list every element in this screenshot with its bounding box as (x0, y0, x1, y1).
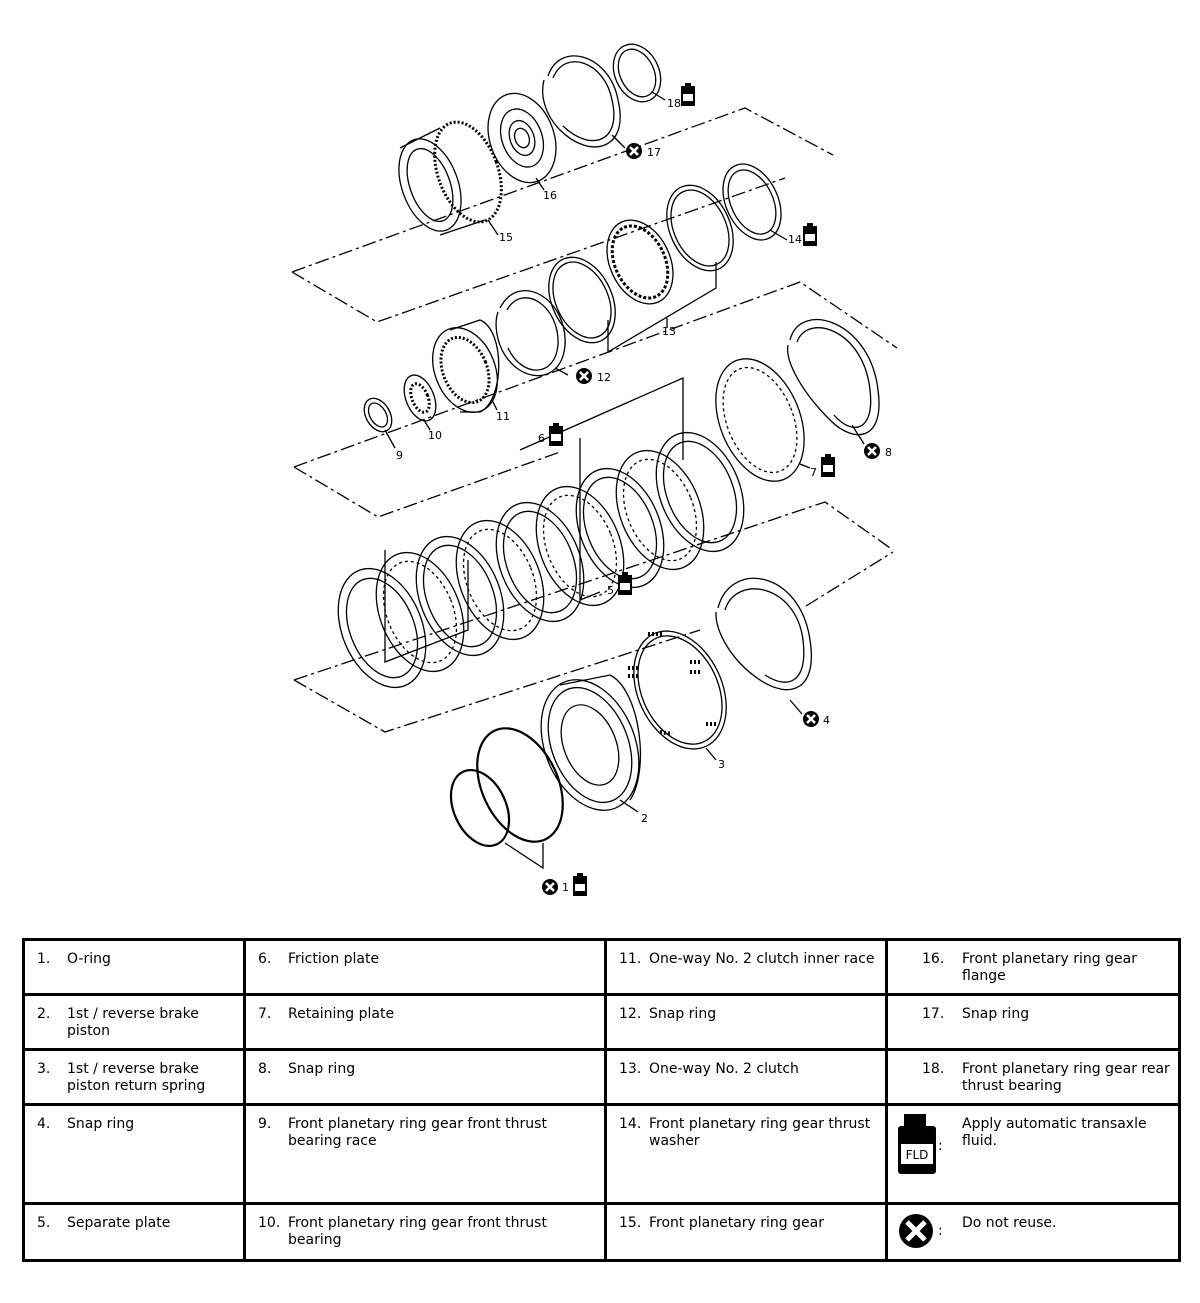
callout-6: 6 (538, 432, 545, 445)
part-1-o-rings (449, 727, 564, 870)
callout-16: 16 (543, 189, 557, 202)
legend-symbol-fluid: FLD : Apply automatic transaxle fluid. (888, 1106, 1178, 1174)
part-5-6-7-plate-stack (337, 358, 811, 689)
legend-row: 2.1st / reverse brake piston 7.Retaining… (22, 993, 1181, 1051)
fluid-bottle-icon (803, 223, 817, 246)
legend-item-10: 10.Front planetary ring gear front thrus… (258, 1215, 547, 1248)
do-not-reuse-icon (574, 366, 594, 386)
legend-table: 1.O-ring 6.Friction plate 11.One-way No.… (22, 938, 1181, 1262)
legend-item-13: 13.One-way No. 2 clutch (619, 1061, 799, 1077)
symbol-separator: : (938, 1223, 943, 1239)
legend-item-3: 3.1st / reverse brake piston return spri… (37, 1061, 206, 1094)
legend-symbol-do-not-reuse: : Do not reuse. (888, 1205, 1178, 1248)
symbol-separator: : (938, 1138, 943, 1154)
legend-item-14: 14.Front planetary ring gear thrust wash… (619, 1116, 871, 1149)
legend-item-18: 18.Front planetary ring gear rear thrust… (922, 1061, 1170, 1094)
fluid-bottle-icon (821, 454, 835, 477)
section-frame-top (291, 107, 834, 323)
callout-14: 14 (788, 233, 802, 246)
legend-item-11: 11.One-way No. 2 clutch inner race (619, 951, 875, 967)
legend-item-7: 7.Retaining plate (258, 1006, 395, 1022)
legend-row: 4.Snap ring 9.Front planetary ring gear … (22, 1103, 1181, 1205)
legend-item-4: 4.Snap ring (37, 1116, 135, 1132)
part-17-snap-ring (542, 55, 626, 149)
legend-item-17: 17.Snap ring (922, 1006, 1030, 1022)
legend-item-16: 16.Front planetary ring gear flange (922, 951, 1137, 984)
callout-8: 8 (885, 446, 892, 459)
fluid-bottle-icon (681, 83, 695, 106)
part-14-thrust-washer (722, 163, 788, 241)
section-frame-middle (293, 281, 898, 518)
part-12-snap-ring (495, 290, 569, 377)
part-15-front-planetary-ring-gear (398, 120, 503, 236)
exploded-view-diagram: 18 17 16 15 14 13 12 11 10 9 8 7 6 5 4 3… (291, 43, 898, 897)
legend-item-6: 6.Friction plate (258, 951, 380, 967)
callout-7: 7 (810, 466, 817, 479)
part-2-brake-piston (540, 674, 641, 813)
callout-18: 18 (667, 97, 681, 110)
fluid-bottle-icon (549, 423, 563, 446)
part-11-inner-race (432, 319, 500, 413)
part-10-thrust-bearing (403, 374, 437, 431)
callout-12: 12 (597, 371, 611, 384)
callout-4: 4 (823, 714, 830, 727)
section-frame-bottom (293, 501, 894, 733)
callout-10: 10 (428, 429, 442, 442)
callout-15: 15 (499, 231, 513, 244)
legend-item-5: 5.Separate plate (37, 1215, 171, 1231)
callout-17: 17 (647, 146, 661, 159)
legend-item-2: 2.1st / reverse brake piston (37, 1006, 199, 1039)
part-4-snap-ring (715, 577, 812, 715)
part-8-snap-ring (786, 318, 880, 445)
part-3-return-spring (628, 630, 727, 761)
part-9-bearing-race (363, 397, 396, 449)
do-not-reuse-icon (540, 877, 560, 897)
fluid-bottle-label: FLD (906, 1148, 929, 1162)
legend-item-12: 12.Snap ring (619, 1006, 717, 1022)
callout-3: 3 (718, 758, 725, 771)
legend-item-1: 1.O-ring (37, 951, 111, 967)
part-18-rear-thrust-bearing (612, 43, 666, 103)
legend-item-8: 8.Snap ring (258, 1061, 356, 1077)
do-not-reuse-icon (862, 441, 882, 461)
callout-13: 13 (662, 325, 676, 338)
fluid-bottle-icon (618, 572, 632, 595)
fluid-bottle-icon: FLD (898, 1114, 936, 1174)
do-not-reuse-icon (899, 1214, 933, 1248)
callout-5: 5 (607, 584, 614, 597)
part-13-one-way-clutch (548, 184, 734, 354)
legend-row: 5.Separate plate 10.Front planetary ring… (22, 1202, 1181, 1262)
callout-1: 1 (562, 881, 569, 894)
legend-row: 3.1st / reverse brake piston return spri… (22, 1048, 1181, 1106)
fluid-bottle-icon (573, 873, 587, 896)
callout-2: 2 (641, 812, 648, 825)
legend-item-9: 9.Front planetary ring gear front thrust… (258, 1116, 547, 1149)
part-16-ring-gear-flange (487, 92, 557, 191)
do-not-reuse-icon (801, 709, 821, 729)
do-not-reuse-icon (624, 141, 644, 161)
callout-11: 11 (496, 410, 510, 423)
legend-item-15: 15.Front planetary ring gear (619, 1215, 824, 1231)
callout-9: 9 (396, 449, 403, 462)
legend-row: 1.O-ring 6.Friction plate 11.One-way No.… (22, 938, 1181, 996)
